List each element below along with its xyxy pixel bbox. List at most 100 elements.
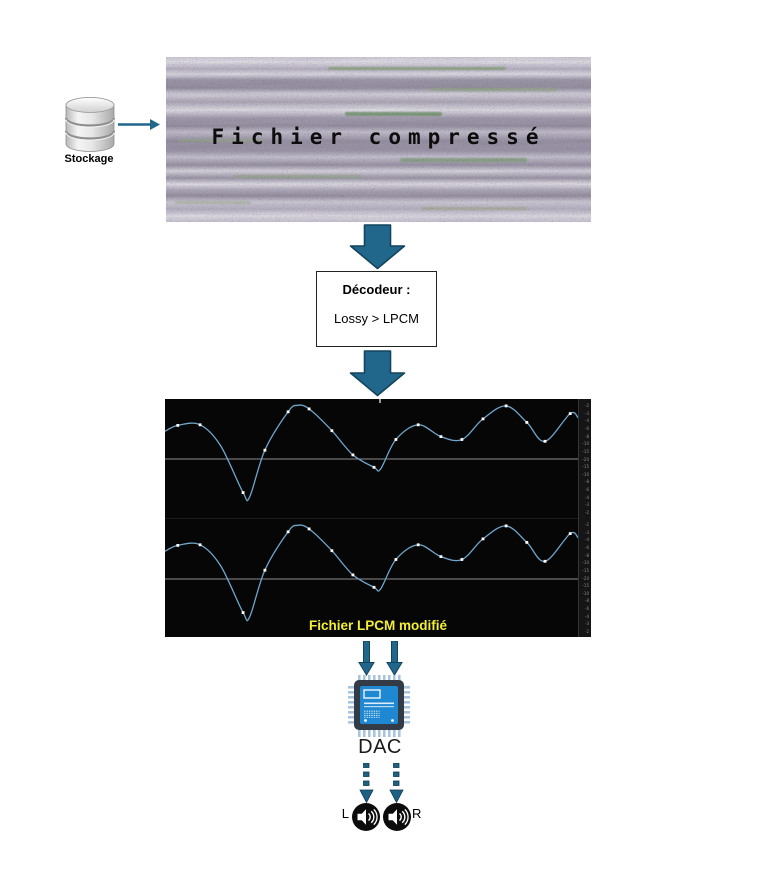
ruler-label: -6 (585, 606, 589, 612)
ruler-label: -8 (585, 479, 589, 485)
sample-dot (439, 435, 443, 438)
sample-dot (481, 537, 485, 541)
sample-dot (372, 585, 376, 589)
flow-arrow-down-2-icon (349, 350, 406, 397)
waveform-channel-right (165, 518, 578, 622)
sample-dot (394, 558, 398, 561)
sample-dot (525, 421, 529, 424)
sample-dot (460, 438, 464, 441)
ruler-label: -20 (582, 575, 589, 581)
sample-dot (481, 417, 485, 421)
sample-dot (307, 407, 311, 411)
sample-dot (439, 555, 443, 558)
sample-dot (372, 465, 376, 469)
ruler-label: -6 (585, 544, 589, 550)
decoder-subtitle: Lossy > LPCM (334, 311, 419, 326)
sample-dot (198, 423, 202, 427)
ruler-label: -2 (585, 522, 589, 527)
sample-dot (351, 573, 355, 577)
sample-dot (568, 532, 572, 535)
sample-dot (543, 439, 547, 443)
ruler-label: -8 (585, 598, 589, 604)
dac-label: DAC (358, 736, 402, 758)
to-speaker-arrow-left-icon (359, 763, 374, 804)
ruler-label: -3 (585, 410, 589, 416)
ruler-label: -20 (582, 456, 589, 462)
sample-dot (568, 412, 572, 415)
flow-arrow-down-1-icon (349, 224, 406, 270)
ruler-label: -2 (585, 403, 589, 408)
ruler-label: -4 (585, 613, 589, 619)
ruler-label: -4 (585, 494, 589, 500)
chip-pins-right (403, 686, 410, 724)
sample-dot (263, 448, 267, 452)
sample-dot (525, 541, 529, 544)
compressed-file-image: Fichier compressé (166, 57, 591, 222)
ruler-label: -2 (585, 629, 589, 634)
waveform-channel-left (165, 404, 578, 502)
ruler-label: -6 (585, 425, 589, 431)
dac-chip-icon (348, 675, 410, 737)
sample-dot (394, 438, 398, 441)
chip-pins-top (358, 675, 401, 682)
sample-dot (460, 558, 464, 561)
noise-texture (166, 57, 591, 222)
ruler-label: -10 (582, 560, 589, 566)
sample-dot (416, 543, 420, 547)
ruler-label: -3 (585, 502, 589, 508)
waveform-panel: -2-3-4-6-8-10-15-20-15-10-8-6-4-3-2-2-3-… (165, 399, 591, 637)
output-right-label: R (412, 806, 422, 821)
ruler-label: -3 (585, 529, 589, 535)
sample-dot (241, 491, 245, 494)
sample-dot (176, 424, 180, 427)
sample-dot (351, 453, 355, 457)
compressed-file-label: Fichier compressé (211, 125, 546, 149)
storage-label: Stockage (64, 153, 114, 165)
sample-dot (286, 530, 290, 534)
sample-dot (543, 559, 547, 563)
sample-dot (504, 404, 508, 408)
ruler-label: -10 (582, 590, 589, 596)
ruler-label: -15 (582, 464, 589, 470)
chip-pins-bottom (358, 730, 401, 737)
speaker-right-icon (383, 803, 411, 831)
ruler-label: -4 (585, 418, 589, 424)
ruler-label: -2 (585, 510, 589, 515)
to-dac-arrow-left-icon (358, 641, 375, 676)
ruler-label: -8 (585, 552, 589, 558)
sample-dot (198, 543, 202, 547)
ruler-label: -15 (582, 448, 589, 454)
zero-line (165, 578, 578, 580)
sample-dot (416, 423, 420, 427)
to-dac-arrow-right-icon (386, 641, 403, 676)
waveform-trace (165, 524, 578, 622)
sample-dot (504, 524, 508, 528)
sample-dot (330, 429, 334, 433)
ruler-label: -10 (582, 471, 589, 477)
waveform-ruler: -2-3-4-6-8-10-15-20-15-10-8-6-4-3-2-2-3-… (578, 399, 591, 637)
decoder-title: Décodeur : (342, 282, 411, 297)
sample-dot (330, 549, 334, 553)
waveform-label: Fichier LPCM modifié (308, 618, 447, 633)
decoder-box: Décodeur : Lossy > LPCM (316, 271, 437, 347)
sample-dot (286, 410, 290, 414)
ruler-label: -10 (582, 441, 589, 447)
sample-dot (307, 527, 311, 531)
speaker-left-icon (352, 803, 380, 831)
zero-line (165, 458, 578, 460)
ruler-label: -4 (585, 537, 589, 543)
ruler-label: -6 (585, 487, 589, 493)
sample-dot (263, 568, 267, 572)
output-left-label: L (341, 806, 349, 821)
storage-to-file-arrow-icon (118, 119, 160, 130)
ruler-label: -8 (585, 433, 589, 439)
ruler-label: -15 (582, 567, 589, 573)
to-speaker-arrow-right-icon (389, 763, 404, 804)
sample-dot (241, 611, 245, 614)
sample-dot (176, 544, 180, 547)
playhead-tick (379, 399, 381, 403)
chip-pins-left (348, 686, 355, 724)
database-cylinder-icon (64, 97, 116, 152)
ruler-label: -3 (585, 621, 589, 627)
